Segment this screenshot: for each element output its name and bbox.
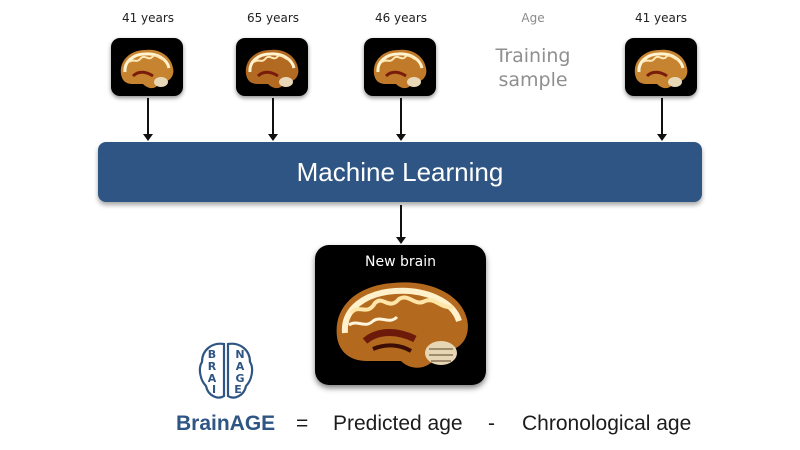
brain-scan-icon <box>634 49 688 89</box>
formula-predicted-age: Predicted age <box>333 412 463 435</box>
new-brain-label: New brain <box>365 254 436 270</box>
machine-learning-box: Machine Learning <box>98 142 702 202</box>
formula-chronological-age: Chronological age <box>522 412 692 435</box>
svg-text:N: N <box>235 348 244 361</box>
brain-scan-icon <box>373 49 427 89</box>
arrow-down-icon <box>268 98 278 141</box>
formula-minus-sign: - <box>488 412 495 435</box>
formula-equals-sign: = <box>296 412 309 435</box>
brain-scan-icon <box>336 282 468 368</box>
svg-text:A: A <box>236 360 245 373</box>
brain-scan-thumbnail-1 <box>111 38 183 96</box>
brain-scan-icon <box>245 49 299 89</box>
sample-age-label-3: 46 years <box>374 11 428 25</box>
training-sample-line-1: Training <box>495 45 571 67</box>
svg-text:R: R <box>208 360 217 373</box>
brain-scan-thumbnail-4 <box>625 38 697 96</box>
sample-age-label-1: 41 years <box>121 11 175 25</box>
svg-text:E: E <box>234 383 242 396</box>
formula-brainage-term: BrainAGE <box>176 412 276 435</box>
training-sample-line-2: sample <box>498 69 568 91</box>
brain-scan-thumbnail-2 <box>236 38 308 96</box>
svg-text:A: A <box>208 372 217 385</box>
training-sample-label: Training sample <box>478 44 588 92</box>
brain-scan-thumbnail-3 <box>364 38 436 96</box>
machine-learning-label: Machine Learning <box>296 157 504 187</box>
brainage-logo: B R A I N A G E <box>194 338 258 402</box>
arrow-down-icon <box>143 98 153 141</box>
arrow-down-icon <box>396 205 406 244</box>
age-header-label: Age <box>521 11 545 25</box>
sample-age-label-2: 65 years <box>246 11 300 25</box>
svg-text:G: G <box>235 372 244 385</box>
svg-text:I: I <box>212 383 216 396</box>
svg-text:B: B <box>208 348 216 361</box>
arrow-down-icon <box>396 98 406 141</box>
arrow-down-icon <box>657 98 667 141</box>
brain-scan-icon <box>120 49 174 89</box>
sample-age-label-4: 41 years <box>634 11 688 25</box>
new-brain-panel: New brain <box>315 245 486 385</box>
